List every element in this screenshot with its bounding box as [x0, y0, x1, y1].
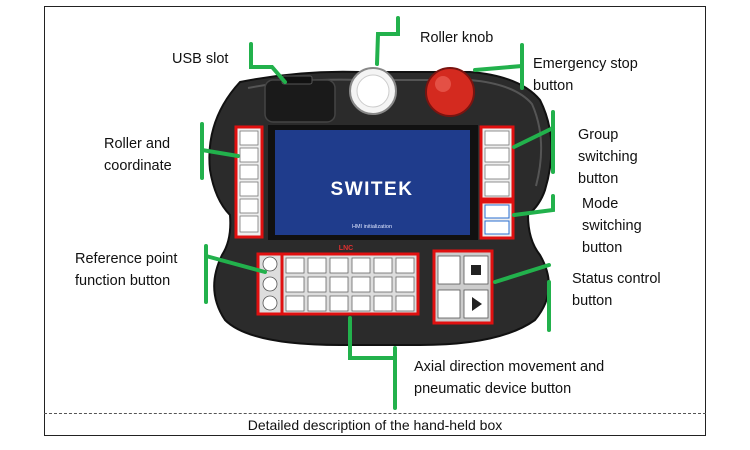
- caption-separator: [44, 413, 706, 414]
- roller-knob-pointer: [375, 16, 400, 66]
- device-logo: LNC: [339, 245, 353, 252]
- estop-highlight: [435, 76, 451, 92]
- reference-point-buttons: [262, 256, 278, 311]
- pointer-lines: [200, 16, 555, 410]
- label-group-switching: Group switching button: [578, 127, 638, 187]
- reference-pointer: [204, 254, 267, 274]
- mode-pointer: [512, 194, 555, 217]
- play-icon: [472, 297, 482, 311]
- status-pointer: [493, 263, 551, 284]
- roller-coordinate-buttons: [239, 130, 259, 233]
- roller-knob-center: [356, 74, 390, 108]
- emergency-stop: [425, 67, 475, 117]
- label-axial-direction: Axial direction movement and pneumatic d…: [414, 359, 605, 397]
- usb-slot: [264, 79, 336, 123]
- group-switching-buttons: [484, 130, 510, 197]
- mode-switching-buttons: [484, 204, 510, 235]
- label-reference-point: Reference point function button: [75, 251, 178, 289]
- screen: [275, 130, 470, 235]
- group-pointer: [512, 126, 555, 149]
- screen-brand: SWITEK: [331, 179, 414, 200]
- roller-pointer: [200, 148, 240, 158]
- label-status-control: Status control button: [572, 271, 661, 309]
- axial-direction-buttons: [285, 257, 415, 312]
- label-usb-slot: USB slot: [172, 51, 229, 67]
- label-mode-switching: Mode switching button: [582, 196, 642, 256]
- status-control-buttons: [437, 255, 489, 319]
- figure-caption: Detailed description of the hand-held bo…: [247, 417, 503, 433]
- label-roller-coordinate: Roller and coordinate: [104, 136, 172, 174]
- axial-pointer: [348, 316, 397, 360]
- stop-icon: [471, 265, 481, 275]
- label-emergency-stop: Emergency stop button: [533, 56, 638, 94]
- screen-status: HMI initialization: [352, 224, 392, 230]
- estop-pointer: [473, 64, 524, 72]
- label-roller-knob: Roller knob: [420, 30, 494, 46]
- axial-direction-panel: [280, 252, 420, 316]
- usb-pointer: [249, 42, 287, 84]
